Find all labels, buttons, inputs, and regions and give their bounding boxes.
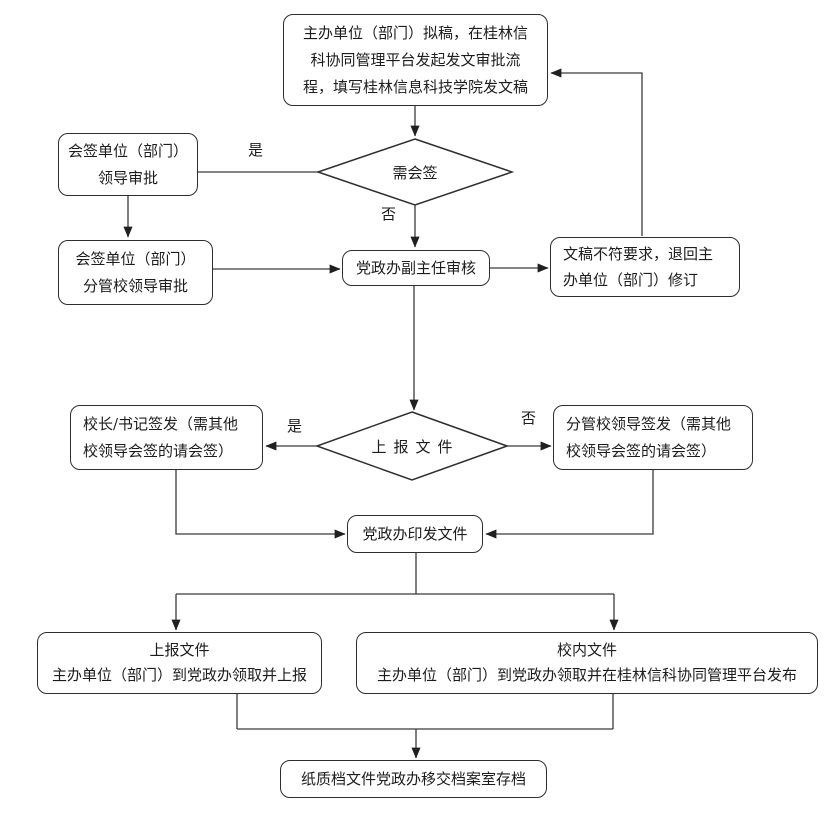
- node-paper-archive: 纸质档文件党政办移交档案室存档: [280, 760, 547, 798]
- node-vice-president-sign: 分管校领导签发（需其他 校领导会签的请会签）: [553, 405, 753, 470]
- edge-label-report-no: 否: [521, 409, 537, 427]
- node-party-admin-deputy-director-review: 党政办副主任审核: [342, 250, 490, 286]
- decision-need-countersign-label: 需会签: [392, 163, 438, 182]
- decision-need-countersign-shape: [315, 138, 515, 206]
- decision-report-document-label: 上报文件: [371, 437, 460, 456]
- node-return-for-revision: 文稿不符要求，退回主 办单位（部门）修订: [550, 237, 740, 297]
- edge-label-need-countersign-yes: 是: [248, 141, 264, 159]
- node-party-admin-issue-document: 党政办印发文件: [347, 515, 483, 553]
- node-report-file-pickup: 上报文件 主办单位（部门）到党政办领取并上报: [37, 632, 322, 694]
- node-internal-file-publish: 校内文件 主办单位（部门）到党政办领取并在桂林信科协同管理平台发布: [356, 632, 818, 694]
- node-countersign-vice-president-approval: 会签单位（部门） 分管校领导审批: [58, 240, 213, 305]
- edge-label-report-yes: 是: [287, 417, 303, 435]
- node-draft-start: 主办单位（部门）拟稿，在桂林信 科协同管理平台发起发文审批流 程，填写桂林信息科…: [283, 14, 548, 106]
- decision-report-document-shape: [314, 411, 510, 481]
- node-countersign-leader-approval: 会签单位（部门） 领导审批: [58, 133, 198, 196]
- node-president-secretary-sign: 校长/书记签发（需其他 校领导会签的请会签）: [70, 405, 263, 470]
- edge-label-need-countersign-no: 否: [381, 205, 397, 223]
